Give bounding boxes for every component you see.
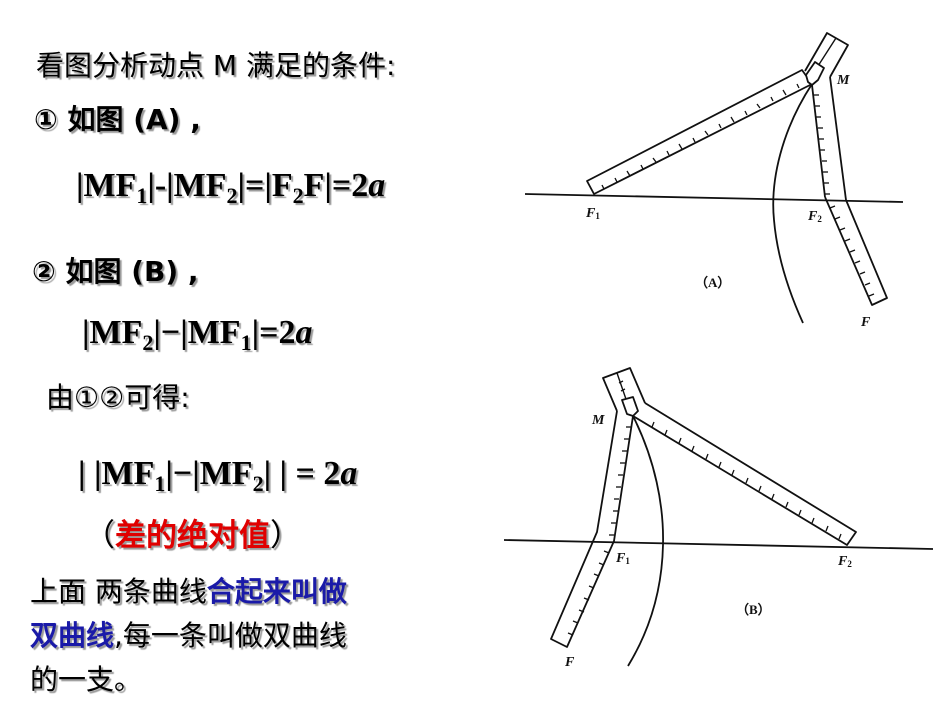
figure-a-ruler-f2-left-edge: [811, 84, 826, 198]
figure-a-ruler-top: [804, 32, 849, 78]
figure-b-axis-line: [503, 539, 934, 550]
combined-equation: | |MF1|−|MF2| | = 2a: [78, 455, 358, 496]
figure-a: [524, 32, 904, 324]
case-1-equation: |MF1|-|MF2|=|F2F|=2a: [76, 167, 386, 208]
figure-b-ruler-f2: [632, 402, 857, 546]
figure-b-pin-icon: [621, 396, 639, 417]
figure-a-ruler-ticks: [601, 83, 875, 297]
case-2-equation: |MF2|−|MF1|=2a: [82, 314, 313, 355]
note-open-paren: （: [84, 518, 115, 554]
figure-b-labels: M F1 F2 F （B）: [564, 413, 852, 670]
figure-a-hyperbola-branch: [772, 83, 813, 324]
figure-a-label-f1: F1: [585, 206, 600, 221]
figure-b-label-m: M: [591, 413, 605, 428]
figure-b-label-f: F: [564, 655, 575, 670]
figure-a-axis-line: [524, 193, 904, 203]
figure-a-ruler-lower: [824, 196, 888, 306]
figure-a-label-f2: F2: [807, 209, 822, 224]
figure-b-ruler-f1: [550, 410, 634, 648]
figure-a-label-m: M: [836, 73, 850, 88]
definition-highlight-1: 合起来叫做: [206, 575, 347, 608]
note-close-paren: ）: [270, 518, 301, 554]
definition-line-1: 上面 两条曲线合起来叫做: [30, 575, 347, 608]
figure-b-ruler-top: [602, 367, 646, 412]
figure-b-label-f1: F1: [615, 551, 630, 566]
note-emphasis: 差的绝对值: [115, 518, 270, 554]
figure-a-pin-icon: [805, 61, 825, 86]
figure-a-ruler-f1: [586, 69, 813, 195]
case-1-label: ① 如图 (A) ,: [34, 103, 201, 136]
definition-line-3: 的一支。: [30, 663, 143, 696]
figure-b-hyperbola-branch: [627, 415, 664, 667]
figure-a-caption: （A）: [695, 275, 730, 290]
definition-highlight-2: 双曲线: [30, 619, 115, 652]
case-2-label: ② 如图 (B) ,: [32, 255, 199, 288]
figure-b-caption: （B）: [736, 602, 771, 617]
absolute-difference-note: （差的绝对值）: [84, 510, 301, 555]
figure-a-labels: F1 F2 M F （A）: [585, 73, 871, 330]
heading: 看图分析动点 M 满足的条件:: [36, 49, 396, 82]
figure-a-label-f: F: [860, 315, 871, 330]
conclusion-label: 由①②可得:: [46, 381, 190, 414]
figure-b: [503, 367, 934, 667]
figure-b-ruler-ticks: [567, 380, 842, 636]
figure-b-label-f2: F2: [837, 554, 852, 569]
definition-line-2: 双曲线,每一条叫做双曲线: [30, 619, 347, 652]
